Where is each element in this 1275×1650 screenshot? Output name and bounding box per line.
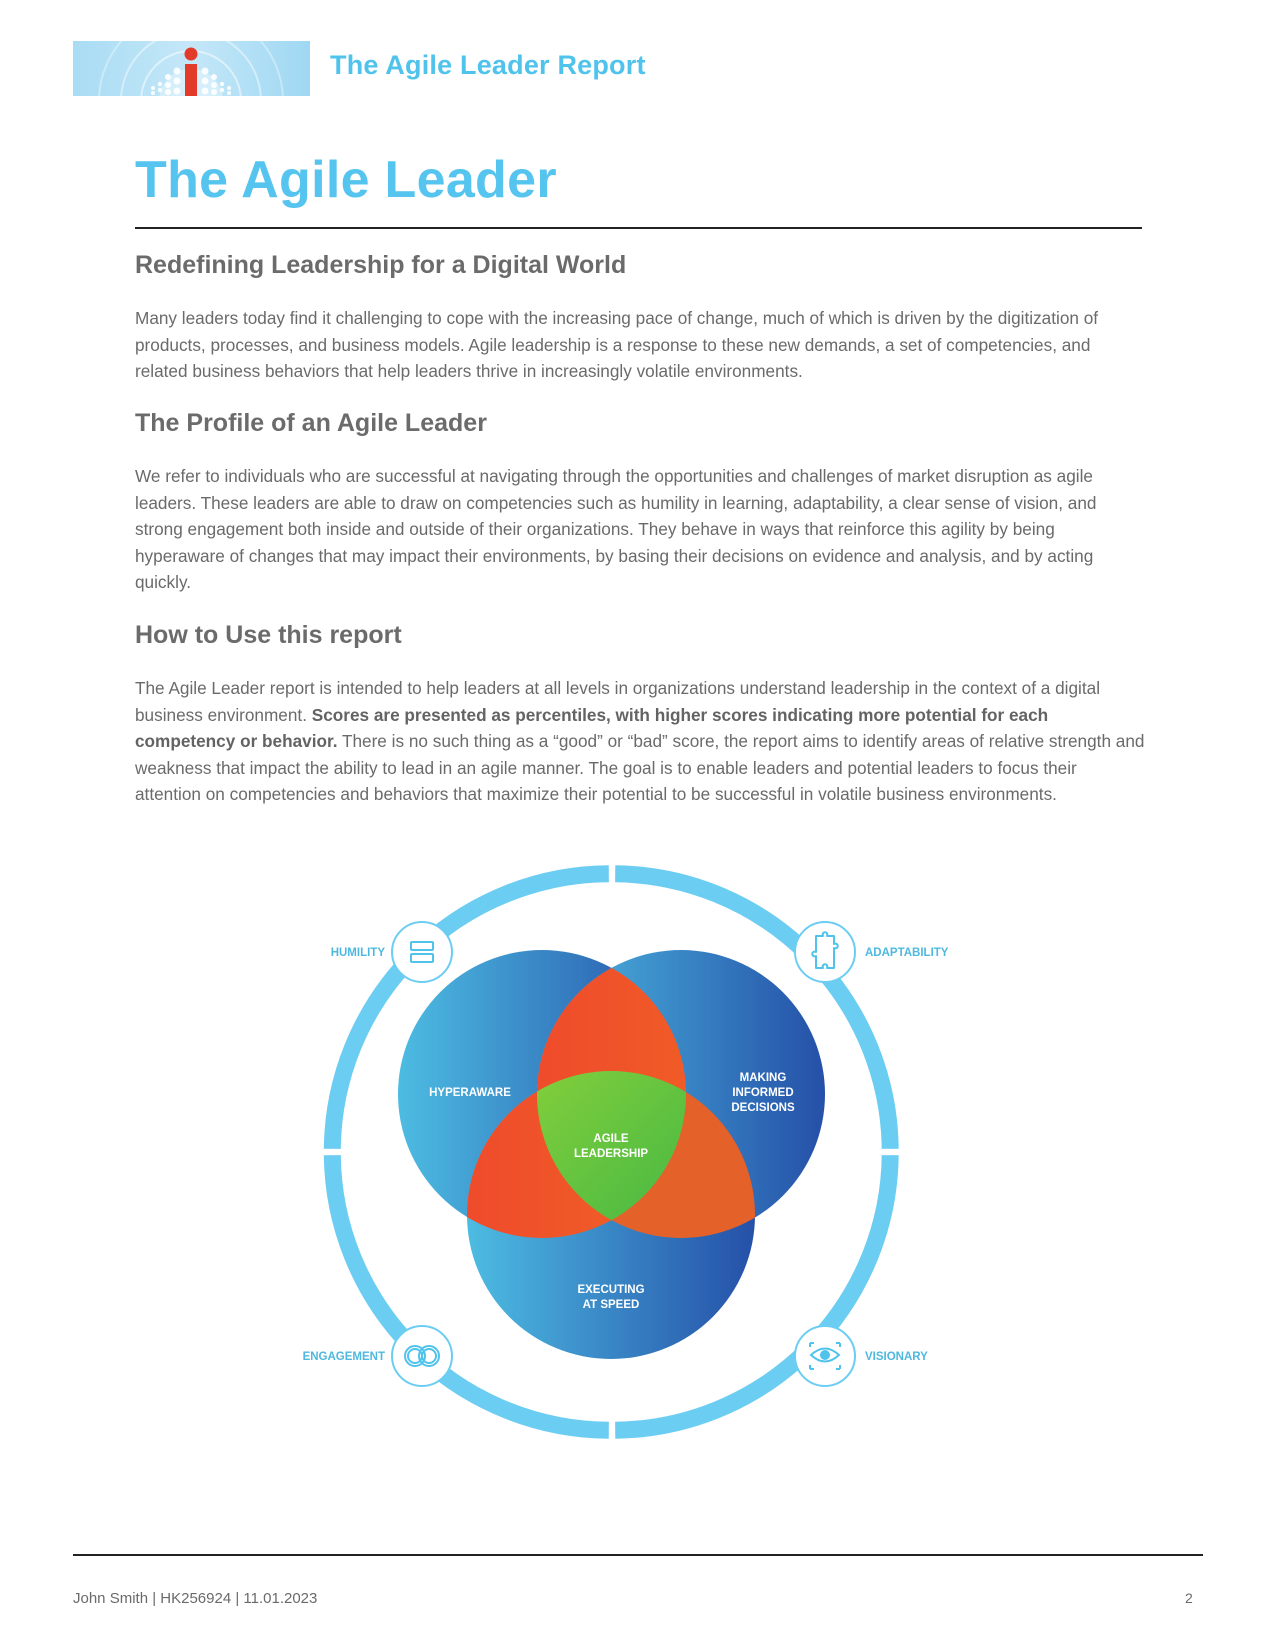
label-executing: EXECUTING	[577, 1284, 644, 1296]
section-paragraph-redefining: Many leaders today find it challenging t…	[135, 308, 1099, 381]
paragraph-text-bold: Scores are presented as percentiles, wit…	[135, 704, 1049, 752]
interlocking-rings-icon	[404, 1345, 440, 1367]
label-informed: INFORMED	[732, 1087, 793, 1099]
page-title: The Agile Leader	[135, 151, 557, 209]
report-logo	[73, 41, 310, 96]
label-visionary: VISIONARY	[865, 1351, 928, 1363]
section-heading-redefining: Redefining Leadership for a Digital Worl…	[135, 251, 627, 279]
label-humility: HUMILITY	[331, 947, 386, 959]
footer-divider	[73, 1554, 1203, 1556]
label-leadership: LEADERSHIP	[574, 1148, 648, 1160]
title-divider	[135, 227, 1142, 229]
label-engagement: ENGAGEMENT	[303, 1351, 385, 1363]
label-decisions: DECISIONS	[731, 1102, 795, 1114]
label-at-speed: AT SPEED	[583, 1299, 640, 1311]
footer-page-number: 2	[1185, 1590, 1193, 1606]
label-adaptability: ADAPTABILITY	[865, 947, 949, 959]
badge-engagement	[391, 1325, 453, 1387]
section-heading-profile: The Profile of an Agile Leader	[135, 409, 487, 437]
paragraph-text-end: There is no such thing as a “good” or “b…	[135, 731, 1145, 804]
stack-icon	[410, 941, 434, 963]
agile-leader-diagram: HYPERAWARE MAKING INFORMED DECISIONS AGI…	[303, 865, 949, 1439]
eye-icon	[809, 1342, 841, 1370]
report-header-title: The Agile Leader Report	[330, 50, 646, 80]
badge-humility	[391, 921, 453, 983]
badge-adaptability	[794, 921, 856, 983]
section-paragraph-profile: We refer to individuals who are successf…	[135, 466, 1097, 592]
label-hyperaware: HYPERAWARE	[429, 1087, 511, 1099]
footer-report-info: John Smith | HK256924 | 11.01.2023	[73, 1590, 318, 1607]
label-agile: AGILE	[593, 1133, 628, 1145]
logo-graphic	[98, 41, 284, 96]
puzzle-icon	[811, 931, 839, 969]
label-making: MAKING	[740, 1072, 787, 1084]
badge-visionary	[794, 1325, 856, 1387]
section-heading-how-to-use: How to Use this report	[135, 621, 402, 649]
paragraph-text-start: The Agile Leader report is intended to h…	[135, 678, 1101, 725]
section-paragraph-how-to-use: The Agile Leader report is intended to h…	[135, 675, 1145, 808]
